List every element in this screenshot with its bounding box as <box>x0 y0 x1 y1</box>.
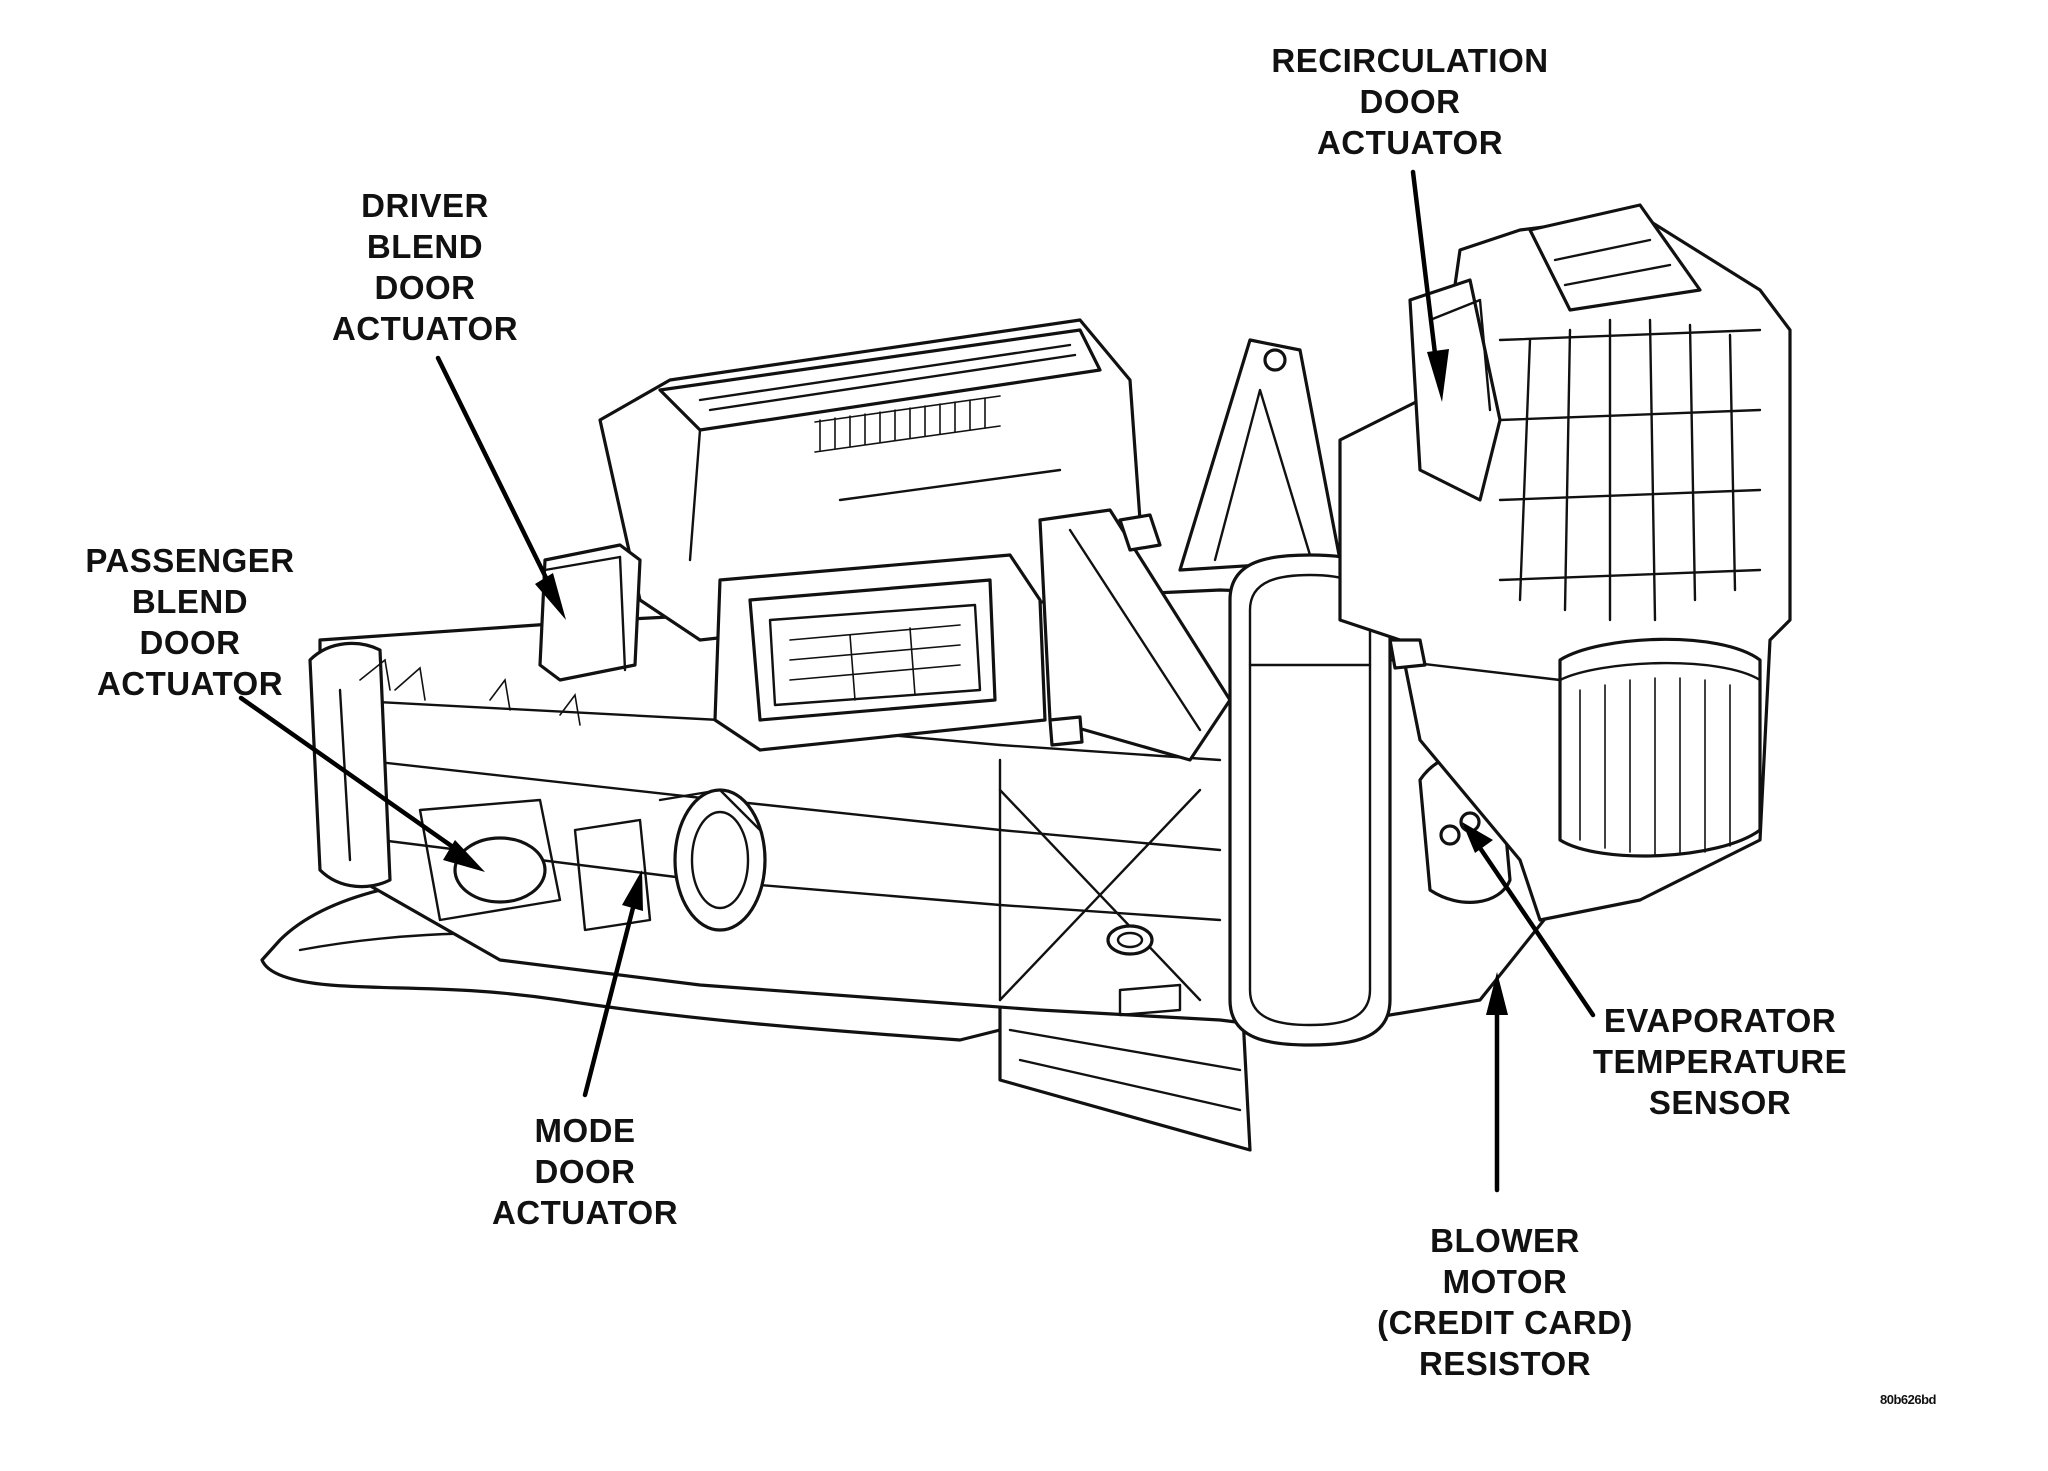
callout-line: BLEND <box>366 228 484 265</box>
defrost-grille <box>814 395 1001 453</box>
callout-line: DOOR <box>374 269 476 306</box>
callout-line: ACTUATOR <box>331 310 519 347</box>
label-recirculation-door-actuator: RECIRCULATION DOOR ACTUATOR <box>1240 40 1580 163</box>
callout-line: ACTUATOR <box>1316 124 1504 161</box>
callout-line: RESISTOR <box>1418 1345 1592 1382</box>
callout-line: PASSENGER <box>85 542 295 579</box>
callout-line: ACTUATOR <box>96 665 284 702</box>
callout-line: MOTOR <box>1442 1263 1568 1300</box>
callout-line: MODE <box>534 1112 636 1149</box>
callout-line: RECIRCULATION <box>1271 42 1549 79</box>
label-mode-door-actuator: MODE DOOR ACTUATOR <box>460 1110 710 1233</box>
passenger-blend-door-opening <box>453 836 547 904</box>
label-driver-blend-door-actuator: DRIVER BLEND DOOR ACTUATOR <box>300 185 550 349</box>
diagonal-panel <box>1038 508 1232 762</box>
callout-line: BLEND <box>131 583 249 620</box>
callout-line: DOOR <box>1359 83 1461 120</box>
figure-id: 80b626bd <box>1880 1392 1936 1407</box>
center-support-frame <box>1178 338 1342 572</box>
callout-line: DOOR <box>534 1153 636 1190</box>
callout-line: TEMPERATURE <box>1592 1043 1848 1080</box>
callout-line: (CREDIT CARD) <box>1377 1304 1633 1341</box>
left-end-plate <box>308 641 392 889</box>
label-blower-motor-resistor: BLOWER MOTOR (CREDIT CARD) RESISTOR <box>1360 1220 1650 1384</box>
defrost-outlet <box>658 328 1102 432</box>
callout-line: EVAPORATOR <box>1603 1002 1837 1039</box>
callout-line: BLOWER <box>1430 1222 1580 1259</box>
callout-line: ACTUATOR <box>491 1194 679 1231</box>
callout-line: DRIVER <box>361 187 489 224</box>
callout-line: SENSOR <box>1648 1084 1792 1121</box>
leader-lines <box>238 169 1596 1193</box>
intake-grille <box>1498 318 1762 622</box>
label-passenger-blend-door-actuator: PASSENGER BLEND DOOR ACTUATOR <box>60 540 320 704</box>
driver-blend-door-actuator <box>538 543 642 682</box>
label-evaporator-temperature-sensor: EVAPORATOR TEMPERATURE SENSOR <box>1570 1000 1870 1123</box>
callout-line: DOOR <box>139 624 241 661</box>
evaporator-core <box>1228 553 1392 1047</box>
blower-scroll <box>1558 637 1762 858</box>
